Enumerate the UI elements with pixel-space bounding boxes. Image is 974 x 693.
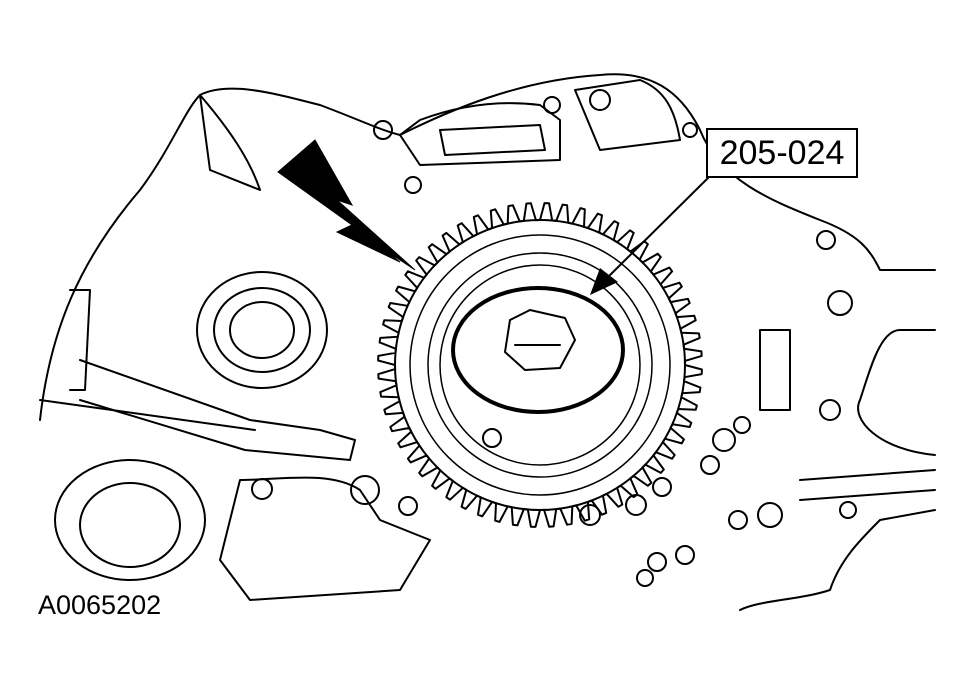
large-arrow-icon (277, 139, 416, 271)
gear-teeth (377, 202, 703, 528)
tool-number-label: 205-024 (719, 133, 845, 172)
tool-number-callout: 205-024 (706, 128, 858, 178)
leader-line (604, 177, 709, 281)
gear-tone-ring (377, 202, 703, 528)
hex-bolt (504, 309, 576, 371)
seal-ring (451, 286, 625, 414)
figure-id: A0065202 (38, 590, 162, 620)
leader-arrow-icon (590, 268, 618, 295)
